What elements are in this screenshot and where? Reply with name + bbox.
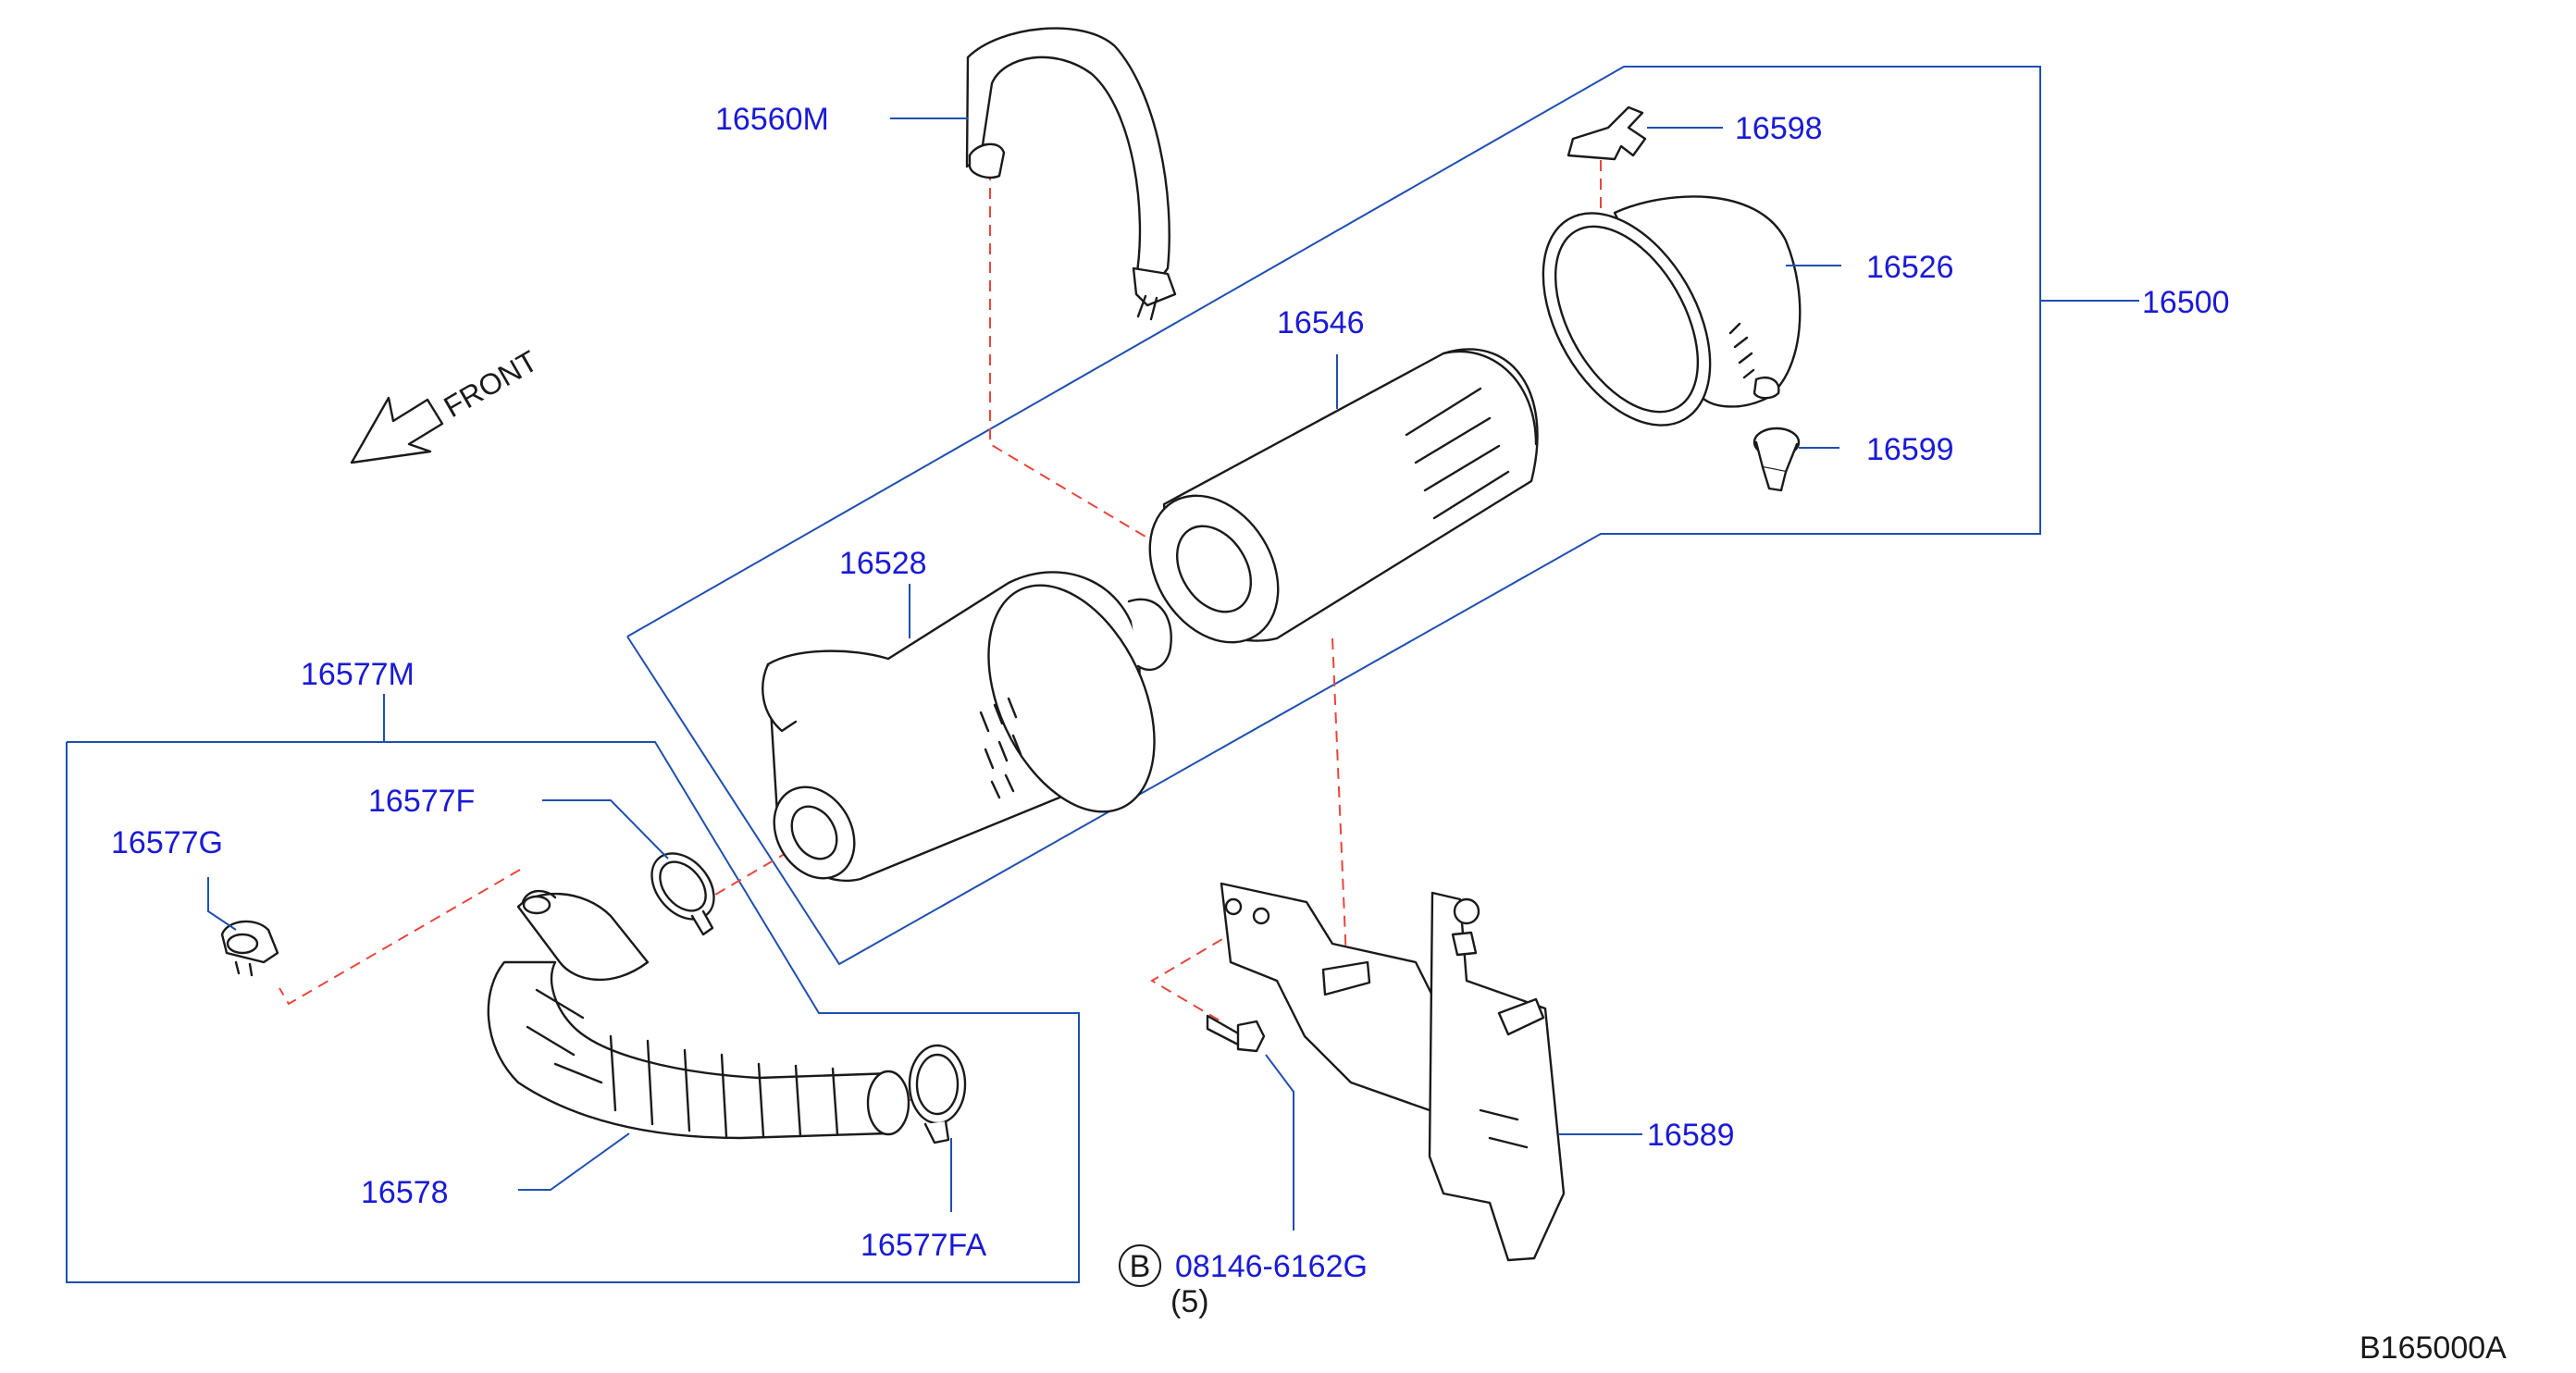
bolt-marker-circle [1119, 1244, 1161, 1287]
bracket-16589-drawing [1220, 882, 1566, 1262]
diagram-code: B165000A [2359, 1330, 2507, 1366]
front-label: FRONT [439, 344, 543, 424]
hose-frame-16577M [66, 741, 1080, 1283]
label-16577FA: 16577FA [861, 1228, 986, 1263]
case-16528-drawing [762, 571, 1172, 882]
assembly-frame-16500 [626, 66, 2041, 966]
label-16546: 16546 [1277, 305, 1365, 340]
grommet-16599-drawing [1752, 427, 1801, 492]
cover-16526-drawing [1542, 195, 1802, 427]
front-arrow-icon [350, 396, 444, 464]
label-16577G: 16577G [111, 825, 223, 860]
element-16546-drawing [1148, 348, 1539, 644]
label-16577F: 16577F [368, 784, 475, 819]
bolt-drawing [1206, 1014, 1266, 1053]
clip-16577G-drawing [220, 920, 279, 977]
clamp-16577F-drawing [650, 852, 715, 936]
bolt-marker-letter: B [1130, 1249, 1151, 1284]
hose-16578-drawing [487, 889, 910, 1140]
label-bolt: 08146-6162G [1175, 1249, 1368, 1284]
label-16577M: 16577M [301, 657, 415, 692]
label-16589: 16589 [1647, 1118, 1735, 1153]
label-16526: 16526 [1866, 250, 1954, 285]
leader-lines [207, 118, 2139, 1231]
label-16500: 16500 [2142, 285, 2230, 320]
label-16560M: 16560M [715, 102, 829, 137]
clip-16598-drawing [1567, 105, 1647, 161]
label-16528: 16528 [839, 546, 927, 581]
bolt-quantity: (5) [1170, 1284, 1209, 1319]
label-16598: 16598 [1735, 111, 1823, 146]
label-16578: 16578 [361, 1175, 449, 1210]
strap-16560M-drawing [965, 27, 1177, 321]
label-16599: 16599 [1866, 432, 1954, 467]
clamp-16577FA-drawing [908, 1044, 967, 1144]
